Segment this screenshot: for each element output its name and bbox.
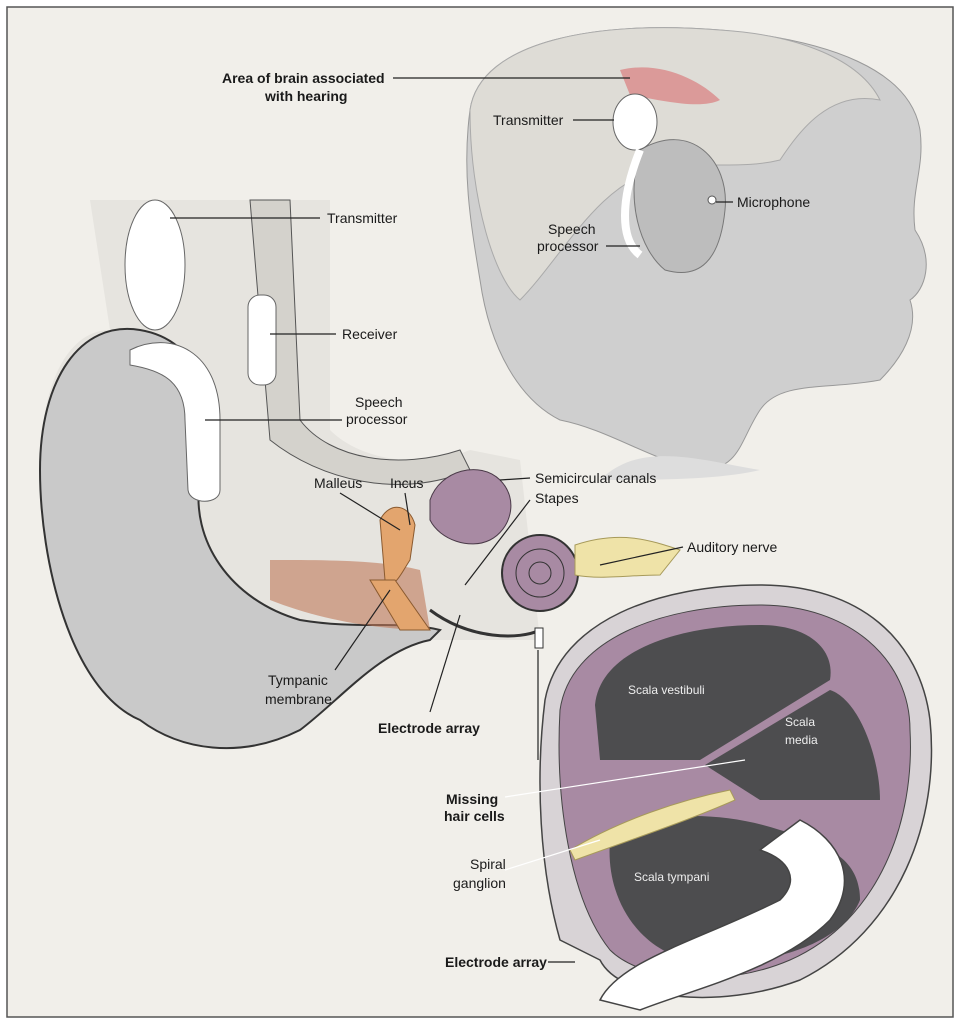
label-brain-area-line2: with hearing [264, 88, 347, 104]
ear-cross-section [38, 199, 681, 750]
label-auditory-nerve: Auditory nerve [687, 539, 777, 555]
auditory-nerve [574, 536, 681, 578]
semicircular-canals [429, 469, 512, 545]
label-microphone: Microphone [737, 194, 810, 210]
label-malleus: Malleus [314, 475, 362, 491]
label-incus: Incus [390, 475, 423, 491]
spiral-ganglion [569, 789, 736, 861]
label-missing-hair-cells-line2: hair cells [444, 808, 505, 824]
label-scala-media: Scala [785, 715, 815, 729]
electrode-lead [429, 608, 541, 638]
tympanic-membrane [369, 579, 431, 631]
leader-lines [170, 77, 746, 963]
outer-ear [633, 139, 726, 273]
label-scala-vestibuli: Scala vestibuli [628, 683, 705, 697]
child-head [466, 27, 927, 480]
label-transmitter: Transmitter [327, 210, 398, 226]
label-scala-media-line2: media [785, 733, 818, 747]
label-stapes: Stapes [535, 490, 579, 506]
scala-vestibuli [595, 625, 831, 760]
label-speech-processor-head-line2: processor [537, 238, 599, 254]
cochlea [501, 534, 579, 612]
label-semicircular-canals: Semicircular canals [535, 470, 656, 486]
label-tympanic-membrane-line2: membrane [265, 691, 332, 707]
label-electrode-array: Electrode array [378, 720, 480, 736]
label-electrode-array-2: Electrode array [445, 954, 547, 970]
label-speech-processor-head: Speech [548, 221, 595, 237]
label-brain-area: Area of brain associated [222, 70, 385, 86]
brain-hearing-area [620, 67, 720, 105]
speech-processor-device [129, 342, 221, 502]
label-spiral-ganglion-line2: ganglion [453, 875, 506, 891]
transmitter-device [124, 199, 186, 331]
transmitter-device-head [612, 93, 658, 151]
electrode-array-cross [598, 819, 846, 1011]
label-speech-processor-line2: processor [346, 411, 408, 427]
label-missing-hair-cells: Missing [446, 791, 498, 807]
receiver-device [247, 294, 277, 386]
scala-media [705, 690, 880, 800]
label-receiver: Receiver [342, 326, 398, 342]
cochlea-cross-section [539, 584, 933, 1011]
label-transmitter-head: Transmitter [493, 112, 564, 128]
label-spiral-ganglion: Spiral [470, 856, 506, 872]
label-speech-processor: Speech [355, 394, 402, 410]
label-tympanic-membrane: Tympanic [268, 672, 328, 688]
label-scala-tympani: Scala tympani [634, 870, 709, 884]
